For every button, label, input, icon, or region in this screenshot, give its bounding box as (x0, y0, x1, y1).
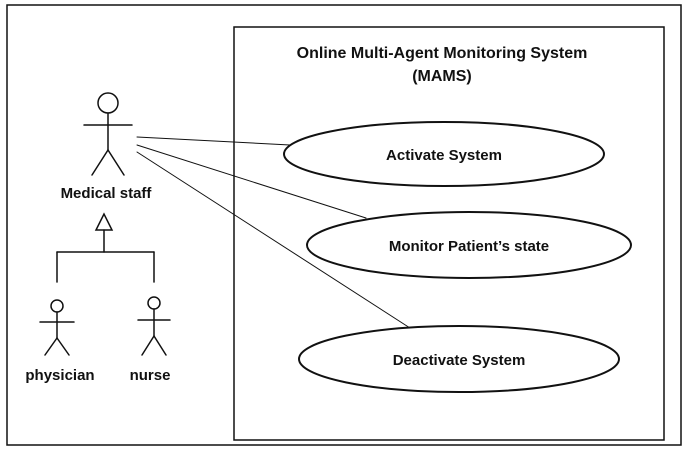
actor-physician[interactable]: physician (25, 299, 95, 384)
actor-head-icon (97, 92, 119, 114)
use-case-deactivate-system[interactable]: Deactivate System (298, 325, 620, 393)
association-monitor (136, 144, 367, 219)
actor-leg-right-icon (107, 149, 125, 176)
diagram-frame (6, 4, 682, 446)
actor-leg-left-icon (44, 337, 58, 356)
use-case-monitor-patient-state[interactable]: Monitor Patient’s state (306, 211, 632, 279)
system-boundary (233, 26, 665, 441)
actor-head-icon (50, 299, 64, 313)
actor-head-icon (147, 296, 161, 310)
use-case-label-deactivate: Deactivate System (393, 352, 526, 369)
system-title-line2: (MAMS) (412, 68, 472, 85)
use-case-ellipse (283, 121, 605, 187)
actor-leg-right-icon (56, 337, 70, 356)
actor-leg-left-icon (141, 335, 155, 356)
use-case-ellipse (306, 211, 632, 279)
use-case-ellipse (298, 325, 620, 393)
actor-label-medical-staff: Medical staff (61, 185, 153, 202)
use-case-label-activate: Activate System (386, 147, 502, 164)
actor-leg-right-icon (153, 335, 167, 356)
generalization-arrow-icon (94, 212, 114, 231)
use-case-label-monitor: Monitor Patient’s state (389, 238, 549, 255)
actor-leg-left-icon (91, 149, 109, 176)
actor-nurse[interactable]: nurse (130, 296, 171, 384)
actor-label-physician: physician (25, 367, 94, 384)
actor-medical-staff[interactable]: Medical staff (61, 92, 153, 202)
association-activate (136, 136, 291, 146)
system-title-line1: Online Multi-Agent Monitoring System (297, 45, 588, 62)
actor-label-nurse: nurse (130, 367, 171, 384)
use-case-activate-system[interactable]: Activate System (283, 121, 605, 187)
association-deactivate (136, 151, 411, 329)
